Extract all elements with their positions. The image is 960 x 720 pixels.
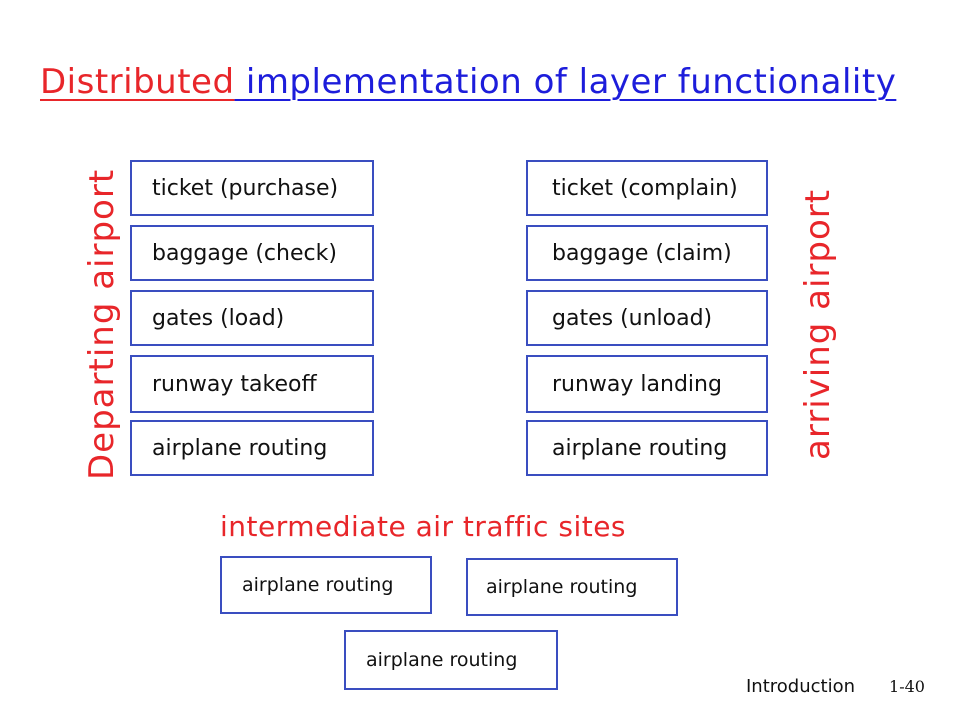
departing-layer-label: runway takeoff [152,371,317,397]
departing-layer-baggage: baggage (check) [130,225,374,281]
arriving-layer-label: baggage (claim) [552,240,732,266]
intermediate-routing-box-1: airplane routing [220,556,432,614]
departing-layer-gates: gates (load) [130,290,374,346]
intermediate-routing-label: airplane routing [486,576,638,598]
intermediate-routing-box-2: airplane routing [466,558,678,616]
departing-layer-airplane-routing: airplane routing [130,420,374,476]
departing-layer-label: ticket (purchase) [152,175,339,201]
title-distributed: Distributed [40,62,235,102]
arriving-layer-airplane-routing: airplane routing [526,420,768,476]
page-number: 1-40 [889,677,925,696]
footer-section: Introduction [746,676,856,697]
slide-title: Distributed implementation of layer func… [40,62,896,102]
departing-layer-ticket: ticket (purchase) [130,160,374,216]
departing-layer-runway: runway takeoff [130,355,374,413]
arriving-layer-label: runway landing [552,371,722,397]
intermediate-routing-label: airplane routing [242,574,394,596]
departing-layer-label: airplane routing [152,435,328,461]
arriving-layer-label: airplane routing [552,435,728,461]
slide-footer: Introduction 1-40 [746,676,925,697]
arriving-layer-runway: runway landing [526,355,768,413]
departing-airport-label: Departing airport [82,168,122,480]
intermediate-routing-label: airplane routing [366,649,518,671]
arriving-airport-label: arriving airport [798,188,838,460]
arriving-layer-baggage: baggage (claim) [526,225,768,281]
arriving-layer-gates: gates (unload) [526,290,768,346]
departing-layer-label: baggage (check) [152,240,337,266]
intermediate-sites-label: intermediate air traffic sites [220,510,627,543]
arriving-layer-label: ticket (complain) [552,175,738,201]
intermediate-routing-box-3: airplane routing [344,630,558,690]
title-rest: implementation of layer functionality [234,62,897,102]
departing-layer-label: gates (load) [152,305,285,331]
arriving-layer-ticket: ticket (complain) [526,160,768,216]
arriving-layer-label: gates (unload) [552,305,713,331]
